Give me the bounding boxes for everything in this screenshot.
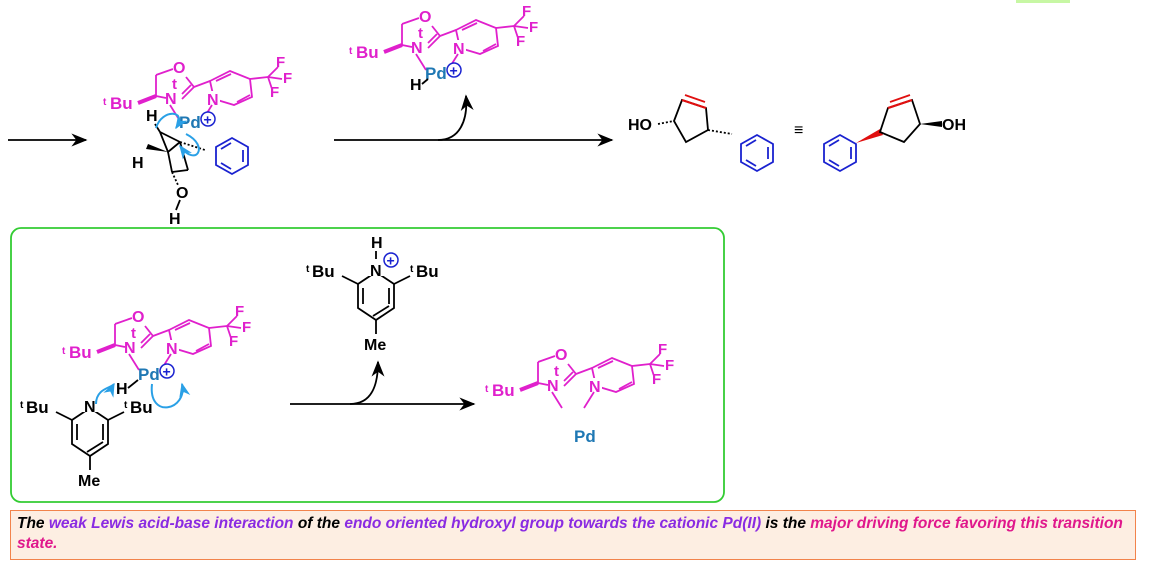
svg-text:H: H	[410, 77, 422, 94]
equivalence-symbol: ≡	[794, 122, 803, 139]
svg-text:Pd: Pd	[574, 427, 596, 446]
product-left: HO	[628, 94, 774, 172]
pd0-complex: Pd	[483, 339, 677, 446]
caption-highlight-interaction: weak Lewis acid-base interaction	[48, 515, 294, 532]
transition-state-complex: H H O H	[101, 52, 295, 228]
pd-hydride-complex: H	[347, 1, 541, 94]
byproduct-arrow-bottom	[349, 360, 385, 405]
svg-text:H: H	[169, 211, 181, 228]
caption-text-2: of the	[293, 515, 345, 532]
svg-text:H: H	[371, 235, 383, 252]
caption-highlight-driving-force: major driving force favoring this transi…	[17, 515, 1123, 552]
svg-text:HO: HO	[628, 117, 652, 134]
pd-hydride-with-base: H	[19, 301, 254, 491]
svg-text:H: H	[146, 108, 158, 125]
caption-highlight-hydroxyl: endo oriented hydroxyl group towards the…	[344, 515, 762, 532]
product-right: OH	[823, 94, 966, 172]
caption-text-3: is the	[761, 515, 811, 532]
svg-text:O: O	[176, 185, 188, 202]
svg-text:OH: OH	[942, 117, 966, 134]
byproduct-arrow-top	[437, 94, 474, 141]
svg-text:H: H	[132, 155, 144, 172]
regeneration-box	[10, 227, 725, 503]
caption-text-1: The	[17, 515, 49, 532]
top-highlight-tab	[1016, 0, 1070, 3]
pyridinium-salt: H +	[305, 235, 440, 355]
caption-box: The weak Lewis acid-base interaction of …	[10, 510, 1136, 560]
svg-text:H: H	[116, 381, 128, 398]
svg-text:+: +	[387, 253, 395, 269]
